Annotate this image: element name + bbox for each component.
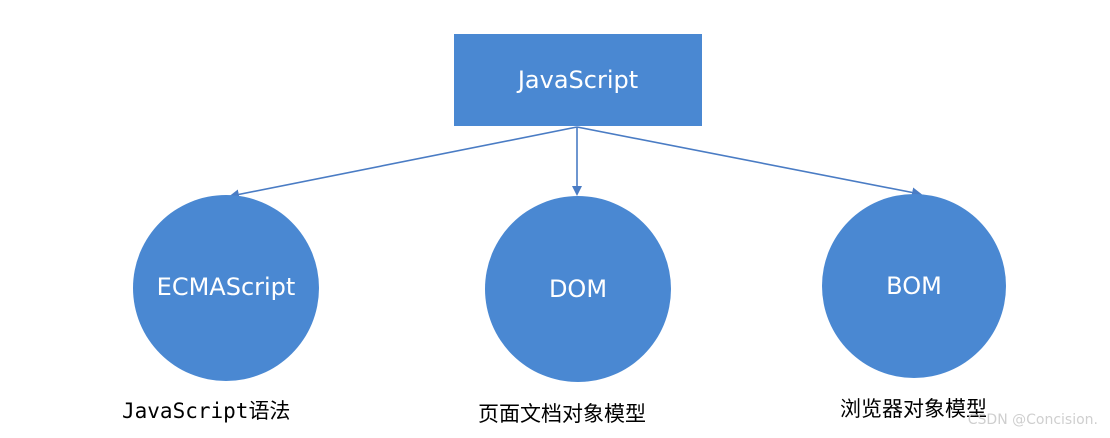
bom-node-circle	[822, 194, 1006, 378]
edge-to-bom	[576, 126, 922, 198]
edge-to-ecmascript	[229, 126, 578, 200]
root-node-box	[454, 34, 702, 126]
root-node-label: JavaScript	[517, 66, 639, 94]
ecmascript-node-circle	[133, 195, 319, 381]
ecmascript-caption: JavaScript语法	[122, 395, 290, 425]
dom-node-label: DOM	[548, 275, 608, 303]
bom-caption: 浏览器对象模型	[840, 397, 987, 421]
root-node: JavaScript	[454, 34, 702, 126]
ecmascript-caption-cn: 语法	[248, 399, 291, 423]
dom-caption: 页面文档对象模型	[478, 402, 646, 426]
dom-node-circle	[485, 196, 671, 382]
ecmascript-caption-mono: JavaScript	[122, 399, 249, 423]
bom-node-label: BOM	[886, 272, 942, 300]
ecmascript-node-label: ECMAScript	[156, 273, 296, 301]
csdn-watermark: CSDN @Concision.	[967, 412, 1098, 428]
